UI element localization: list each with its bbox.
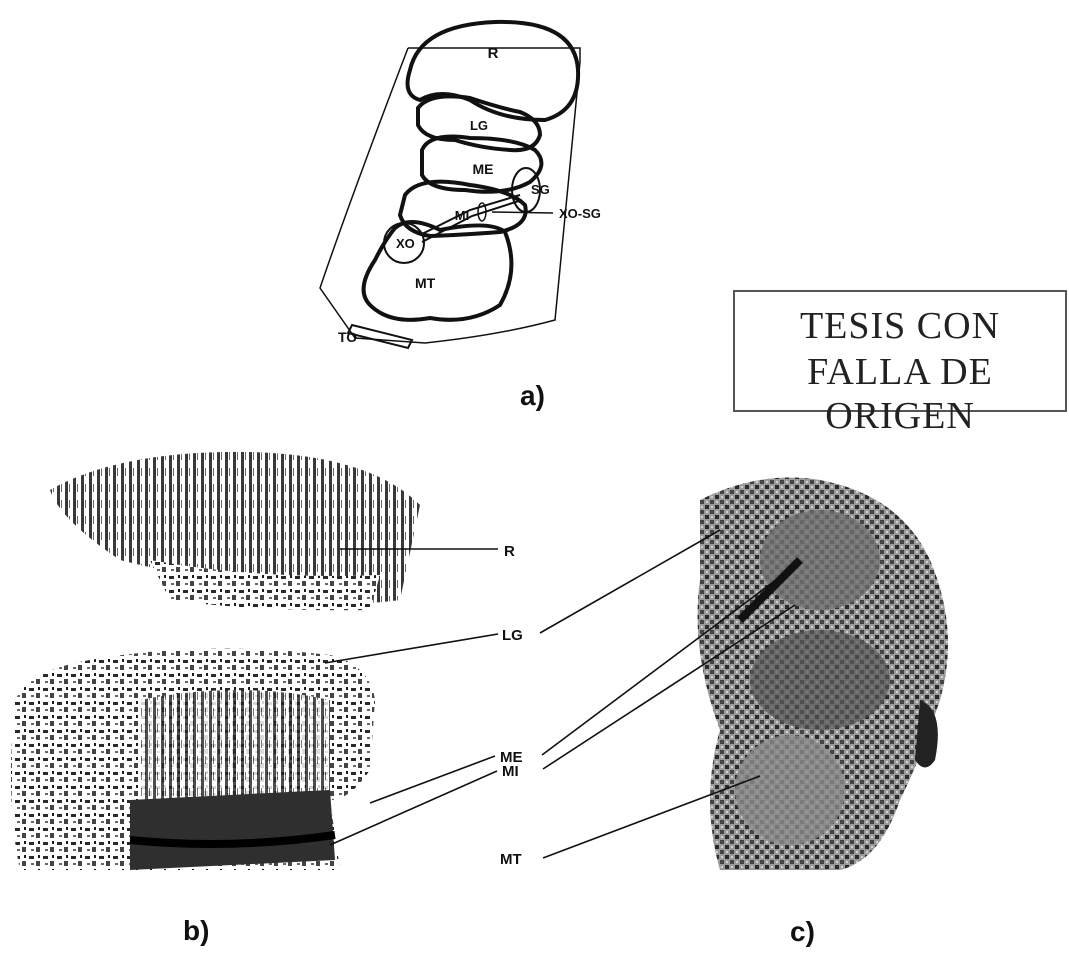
thesis-stamp: TESIS CON FALLA DE ORIGEN [733, 290, 1067, 412]
diagram-a-labels: R LG ME MI SG XO-SG XO MT TO [338, 45, 601, 345]
label-mt: MT [415, 275, 436, 291]
label-to: TO [338, 329, 357, 345]
micro-label-mi: MI [502, 763, 519, 780]
terminal-organ-shape [348, 325, 412, 348]
caption-c: c) [790, 916, 815, 948]
micrograph-c [698, 478, 949, 871]
micrograph-b [11, 452, 420, 870]
caption-a: a) [520, 380, 545, 412]
leader-lg [540, 530, 720, 633]
label-lg: LG [470, 118, 488, 133]
stamp-line-2: FALLA DE ORIGEN [735, 350, 1065, 438]
label-sg: SG [531, 182, 550, 197]
stamp-line-1: TESIS CON [735, 304, 1065, 348]
label-xo: XO [396, 236, 415, 251]
micro-label-r: R [504, 543, 515, 560]
label-r: R [488, 45, 499, 62]
micrograph-labels: R LG ME MI MT [500, 543, 523, 868]
micro-label-mt: MT [500, 851, 522, 868]
caption-b: b) [183, 915, 209, 947]
label-mi: MI [455, 208, 469, 223]
micro-label-lg: LG [502, 627, 523, 644]
label-me: ME [473, 161, 494, 177]
label-xo-sg: XO-SG [559, 206, 601, 221]
